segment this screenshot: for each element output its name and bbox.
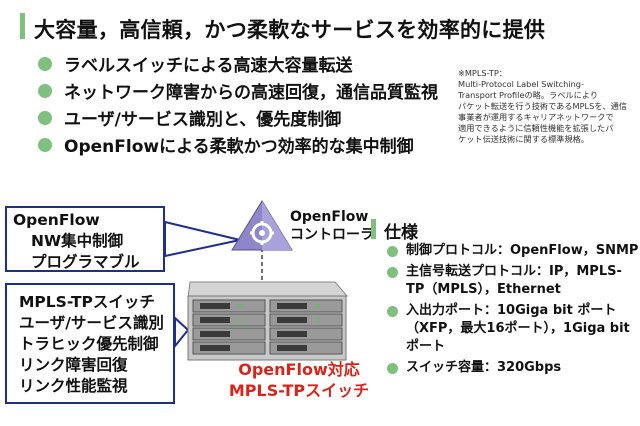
list-item: 主信号転送プロトコル：IP，MPLS- TP（MPLS），Ethernet: [384, 263, 634, 299]
page-title: 大容量，高信頼，かつ柔軟なサービスを効率的に提供: [34, 18, 546, 42]
bullet-dot-icon: [38, 83, 52, 98]
openflow-controller-icon: [231, 200, 293, 251]
mpls-tp-footnote: ※MPLS-TP： Multi-Protocol Label Switching…: [458, 68, 628, 144]
title-accent-bar: [20, 13, 25, 39]
bullet-dot-icon: [387, 363, 398, 374]
controller-label: OpenFlow コントローラ: [290, 209, 374, 243]
bullet-dot-icon: [387, 246, 398, 257]
spec-title: 仕様: [384, 223, 418, 243]
openflow-features-callout: OpenFlow NW集中制御 プログラマブル: [5, 206, 165, 272]
openflow-callout-pointer: [164, 220, 241, 258]
bullet-dot-icon: [387, 267, 398, 278]
list-item: OpenFlowによる柔軟かつ効率的な集中制御: [38, 131, 438, 158]
switch-label: OpenFlow対応 MPLS-TPスイッチ: [228, 360, 370, 400]
list-item: 制御プロトコル：OpenFlow，SNMP: [384, 242, 638, 260]
list-item: 入出力ポート：10Giga bit ポート （XFP，最大16ポート），1Gig…: [384, 302, 634, 356]
list-item: ネットワーク障害からの高速回復，通信品質監視: [38, 77, 438, 104]
list-item: スイッチ容量：320Gbps: [384, 359, 634, 377]
spec-list: 制御プロトコル：OpenFlow，SNMP 主信号転送プロトコル：IP，MPLS…: [384, 242, 638, 380]
switch-callout-pointer: [174, 315, 190, 349]
feature-list: ラベルスイッチによる高速大容量転送 ネットワーク障害からの高速回復，通信品質監視…: [38, 50, 438, 158]
bullet-dot-icon: [38, 56, 52, 71]
spec-accent-bar: [371, 219, 376, 239]
bullet-dot-icon: [387, 306, 398, 317]
bullet-dot-icon: [38, 137, 52, 152]
list-item: ラベルスイッチによる高速大容量転送: [38, 50, 438, 77]
list-item: ユーザ/サービス識別と、優先度制御: [38, 104, 438, 131]
mpls-tp-switch-image: [187, 281, 349, 361]
mpls-tp-features-callout: MPLS-TPスイッチ ユーザ/サービス識別 トラヒック優先制御 リンク障害回復…: [5, 283, 175, 404]
bullet-dot-icon: [38, 110, 52, 125]
